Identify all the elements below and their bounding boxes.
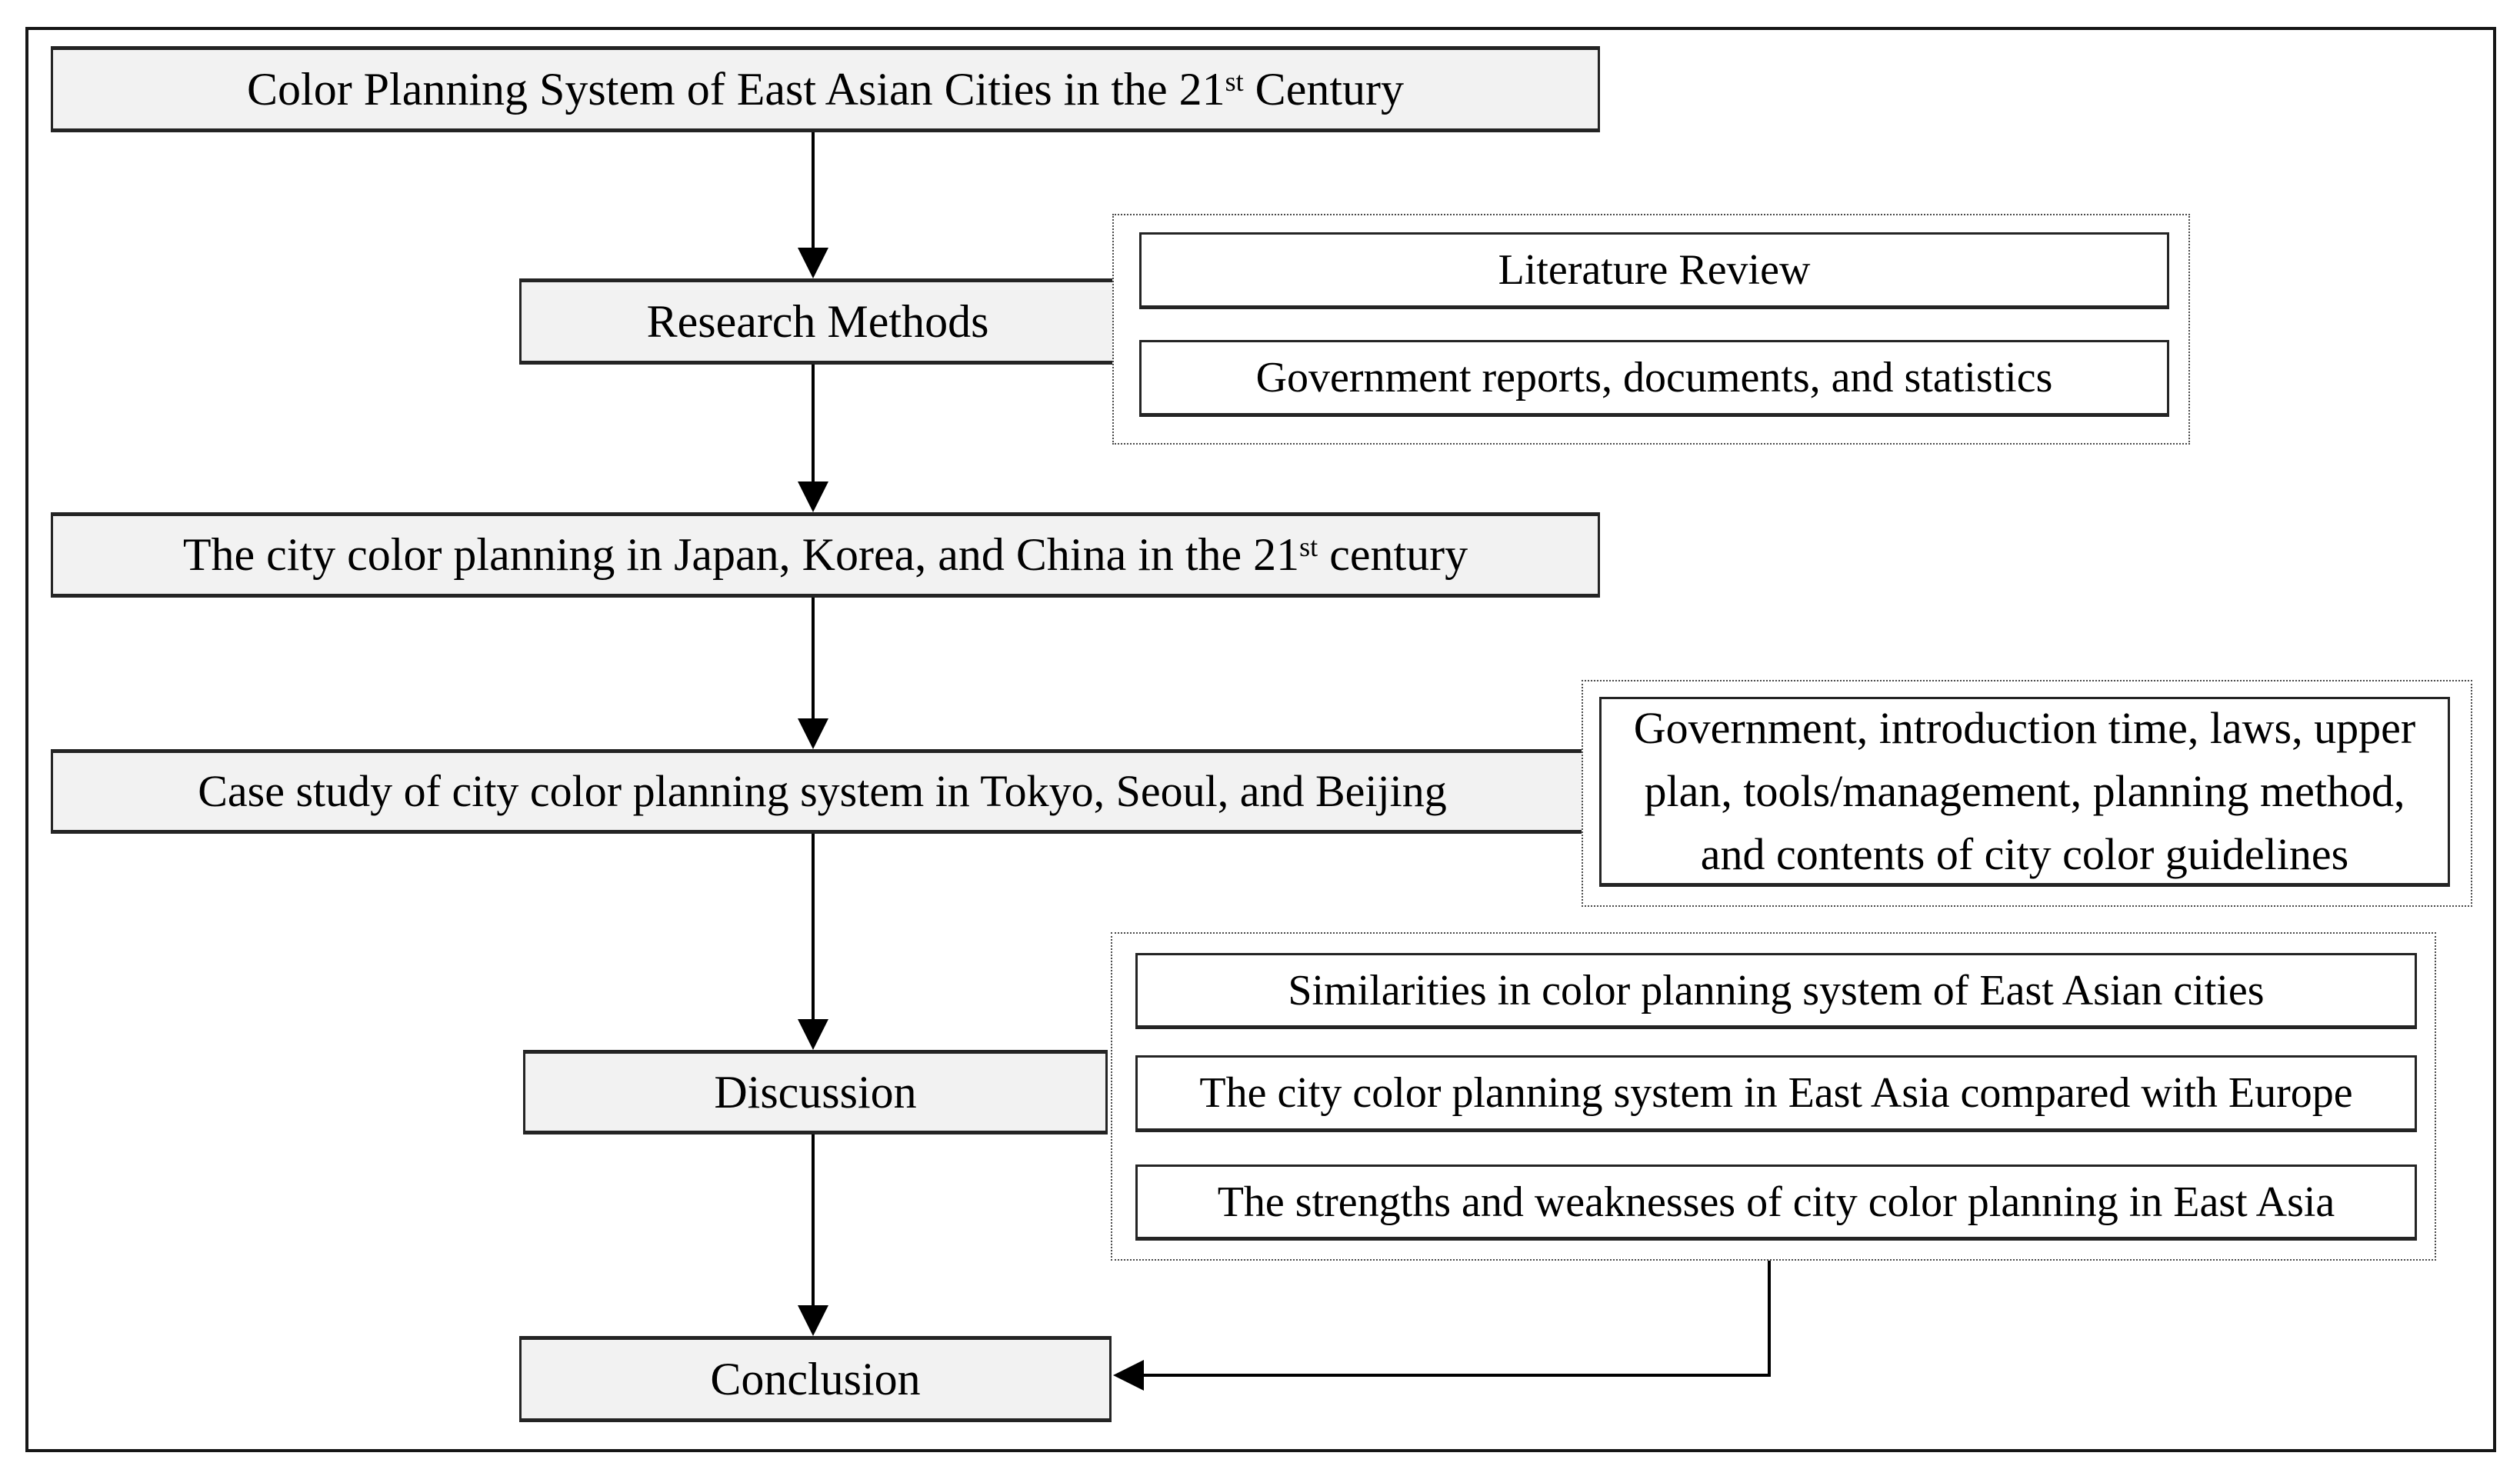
compared-with-europe-box: The city color planning system in East A… [1135,1055,2417,1132]
strengths-weaknesses-box: The strengths and weaknesses of city col… [1135,1164,2417,1241]
similarities-label: Similarities in color planning system of… [1288,966,2265,1015]
case-study-label: Case study of city color planning system… [198,765,1447,816]
arrow-line-discussion-to-conclusion [812,1134,815,1305]
government-reports-label: Government reports, documents, and stati… [1255,354,2053,401]
title-superscript: st [1225,65,1244,97]
city-planning-superscript: st [1299,531,1318,562]
arrow-line-city-to-case [812,598,815,718]
arrow-line-case-to-discussion [812,834,815,1019]
arrowhead-city-to-case [798,718,828,749]
literature-review-box: Literature Review [1139,232,2169,309]
city-planning-text: The city color planning in Japan, Korea,… [182,529,1468,580]
case-study-box: Case study of city color planning system… [51,749,1594,834]
discussion-box: Discussion [523,1050,1108,1134]
case-criteria-box: Government, introduction time, laws, upp… [1599,697,2450,887]
strengths-weaknesses-label: The strengths and weaknesses of city col… [1217,1178,2335,1226]
arrowhead-case-to-discussion [798,1019,828,1050]
title-text: Color Planning System of East Asian Citi… [247,63,1404,115]
discussion-label: Discussion [714,1066,917,1118]
city-planning-box: The city color planning in Japan, Korea,… [51,512,1600,598]
compared-with-europe-label: The city color planning system in East A… [1199,1069,2353,1117]
literature-review-label: Literature Review [1498,246,1811,294]
arrowhead-research-to-city [798,481,828,512]
elbow-line-horizontal-panel-to-conclusion [1142,1374,1771,1377]
case-criteria-label: Government, introduction time, laws, upp… [1633,702,2416,879]
arrow-line-research-to-city [812,365,815,481]
title-box: Color Planning System of East Asian Citi… [51,46,1600,132]
similarities-box: Similarities in color planning system of… [1135,953,2417,1029]
conclusion-label: Conclusion [710,1353,921,1404]
arrowhead-discussion-to-conclusion [798,1305,828,1336]
elbow-line-vertical-panel-to-conclusion [1768,1261,1771,1377]
conclusion-box: Conclusion [519,1336,1112,1422]
arrowhead-title-to-research [798,248,828,278]
research-methods-label: Research Methods [646,295,989,347]
government-reports-box: Government reports, documents, and stati… [1139,340,2169,417]
research-methods-box: Research Methods [519,278,1116,365]
arrowhead-panel-to-conclusion [1113,1360,1144,1391]
arrow-line-title-to-research [812,132,815,249]
